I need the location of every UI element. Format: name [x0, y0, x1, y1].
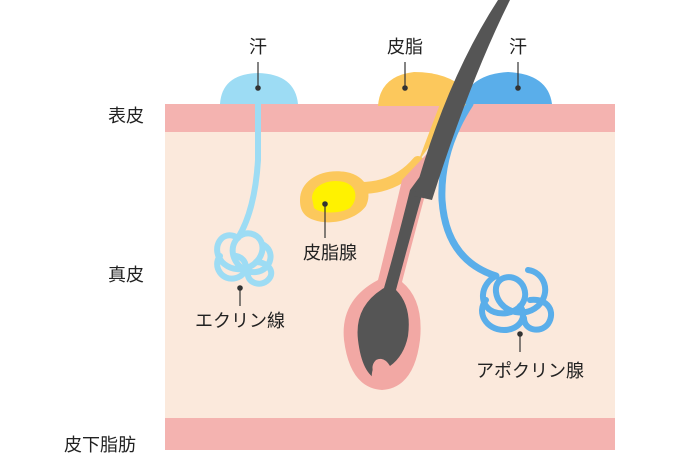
sebum-label: 皮脂: [387, 37, 423, 58]
apocrine-gland-label: アポクリン腺: [476, 361, 584, 382]
sweat-label-left: 汗: [249, 37, 267, 58]
hair-shaft: [414, 0, 510, 200]
sebaceous-gland-label: 皮脂腺: [303, 243, 357, 264]
sebum-drop: [378, 72, 470, 106]
hair-follicle: [343, 140, 440, 390]
sweat-label-right: 汗: [509, 37, 527, 58]
leader-lines: [237, 62, 523, 352]
dermis-label: 真皮: [108, 265, 144, 286]
apocrine-sweat-gland: [438, 72, 555, 334]
eccrine-gland-label: エクリン線: [195, 311, 285, 332]
epidermis-layer: [165, 104, 615, 132]
subcutaneous-layer: [165, 418, 615, 450]
subcutaneous-label: 皮下脂肪: [64, 435, 136, 456]
epidermis-label: 表皮: [108, 106, 144, 127]
